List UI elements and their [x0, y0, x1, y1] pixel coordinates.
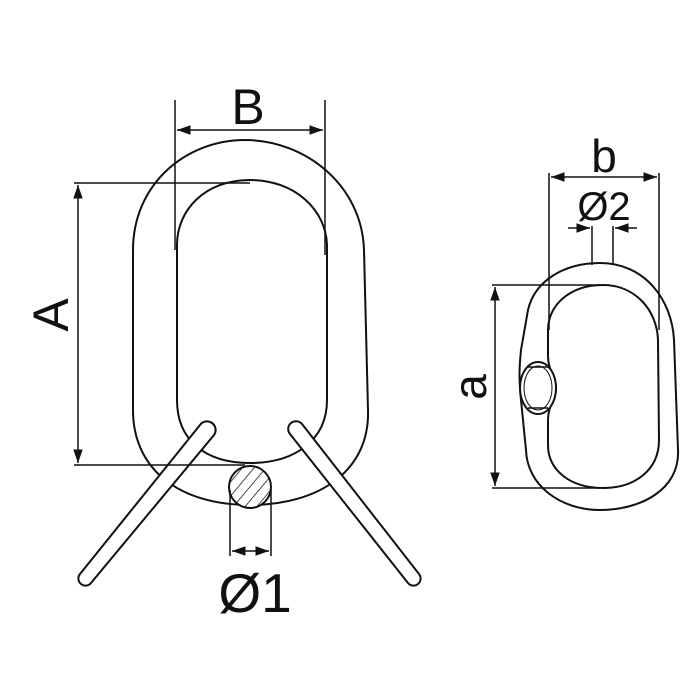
- side-view-link: [518, 261, 680, 512]
- label-d2: Ø2: [577, 185, 630, 229]
- link-inner-contour: [176, 178, 328, 465]
- label-b: b: [591, 130, 617, 182]
- label-A: A: [23, 298, 79, 332]
- dimension-B: B: [174, 79, 326, 255]
- side-outer-contour: [518, 261, 680, 512]
- front-view-link: [77, 138, 422, 587]
- left-leg-rod: [77, 420, 217, 587]
- side-eye-cross-section: [519, 361, 557, 415]
- label-B: B: [231, 79, 264, 135]
- dimension-b: b: [548, 130, 660, 330]
- label-a: a: [444, 374, 496, 400]
- rod-cross-section: [228, 465, 272, 509]
- dimension-a: a: [444, 284, 600, 489]
- right-leg-rod: [287, 420, 422, 587]
- dimension-d1: Ø1: [218, 490, 292, 624]
- side-inner-contour: [547, 283, 661, 490]
- link-outer-contour: [132, 138, 370, 507]
- label-d1: Ø1: [218, 562, 291, 624]
- dimension-A: A: [23, 182, 250, 466]
- dimension-d2: Ø2: [568, 185, 637, 265]
